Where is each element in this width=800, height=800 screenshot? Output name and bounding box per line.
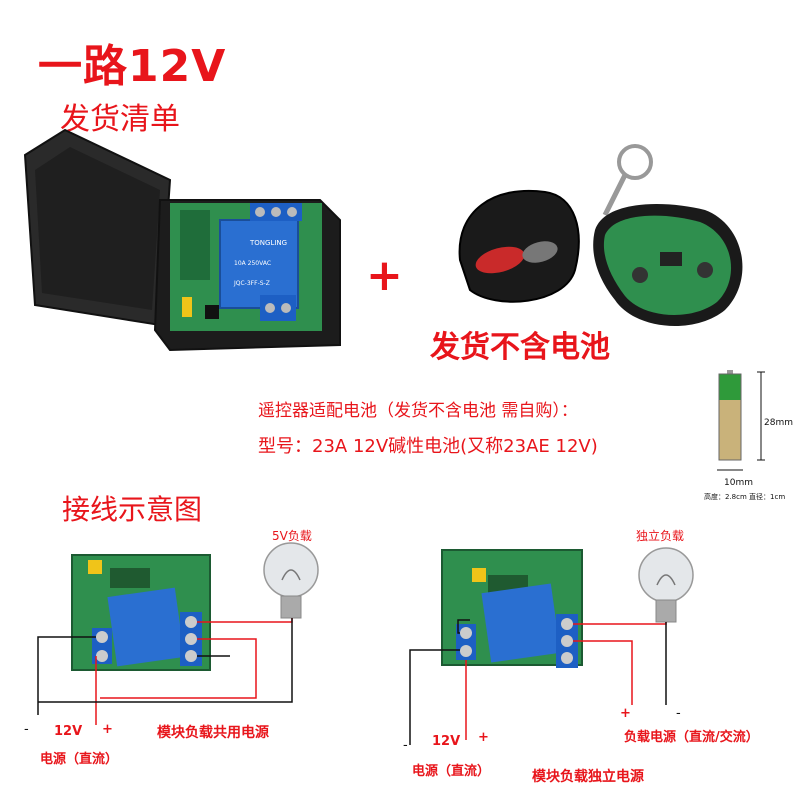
battery-note-line1: 遥控器适配电池（发货不含电池 需自购）：: [258, 401, 578, 421]
left-caption: 模块负载共用电源: [157, 725, 269, 741]
left-positive-sign: +: [102, 722, 113, 737]
right-load-power-label: 负载电源（直流/交流）: [624, 730, 759, 745]
remote-control-image: [458, 144, 743, 327]
wiring-diagram-heading: 接线示意图: [62, 493, 203, 526]
battery-width-label: 10mm: [724, 478, 753, 488]
right-positive-sign: +: [478, 730, 489, 745]
left-voltage-label: 12V: [54, 724, 83, 739]
left-bulb-label: 5V负载: [272, 529, 312, 543]
left-power-label: 电源（直流）: [40, 752, 119, 767]
no-battery-notice: 发货不含电池: [430, 330, 610, 365]
left-negative-sign: -: [24, 722, 29, 737]
svg-text:10A 250VAC: 10A 250VAC: [234, 260, 271, 267]
battery-size-footer: 高度：2.8cm 直径：1cm: [704, 493, 786, 501]
wiring-diagram-independent-power: [409, 547, 694, 745]
right-caption: 模块负载独立电源: [532, 769, 644, 785]
battery-model-line: 型号：23A 12V碱性电池(又称23AE 12V): [258, 436, 598, 457]
battery-image: [717, 370, 765, 471]
wiring-diagram-shared-power: [37, 542, 319, 725]
right-load-positive: +: [620, 706, 631, 721]
right-negative-sign: -: [403, 738, 408, 753]
battery-height-label: 28mm: [764, 418, 793, 428]
packing-list-heading: 发货清单: [60, 102, 180, 137]
right-power-label: 电源（直流）: [412, 764, 491, 779]
right-bulb-label: 独立负载: [636, 529, 685, 543]
svg-text:JQC-3FF-S-Z: JQC-3FF-S-Z: [233, 280, 270, 287]
receiver-module-image: TONGLING 10A 250VAC JQC-3FF-S-Z: [23, 128, 341, 352]
svg-text:TONGLING: TONGLING: [249, 239, 287, 247]
page-title: 一路12V: [38, 41, 227, 92]
right-voltage-label: 12V: [432, 734, 461, 749]
plus-sign: +: [366, 250, 403, 301]
right-load-negative: -: [676, 706, 681, 721]
